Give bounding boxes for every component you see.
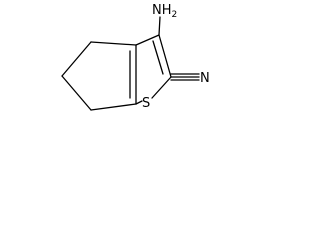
amino-label-main: NH bbox=[152, 3, 172, 18]
bond-c3-n bbox=[158, 16, 161, 36]
nitrile-nitrogen-label: N bbox=[200, 71, 210, 86]
bond-c6-c6a bbox=[90, 103, 137, 111]
bond-c3a-c3 bbox=[135, 34, 160, 46]
sulfur-label: S bbox=[142, 96, 150, 111]
bond-c3-c2-inner bbox=[152, 40, 164, 75]
bond-c4-c3a bbox=[90, 41, 137, 46]
amino-label-subscript: 2 bbox=[172, 10, 178, 20]
bond-s1-c6a bbox=[135, 100, 143, 105]
molecule-drawing: NH2 S N bbox=[61, 3, 210, 111]
amino-label: NH2 bbox=[152, 3, 177, 20]
bond-c3-c2 bbox=[158, 34, 172, 78]
bond-c5-c6 bbox=[61, 75, 92, 111]
structure-canvas: NH2 S N bbox=[0, 0, 216, 120]
bond-c2-s1 bbox=[151, 76, 172, 99]
bond-c4-c5 bbox=[61, 41, 92, 77]
